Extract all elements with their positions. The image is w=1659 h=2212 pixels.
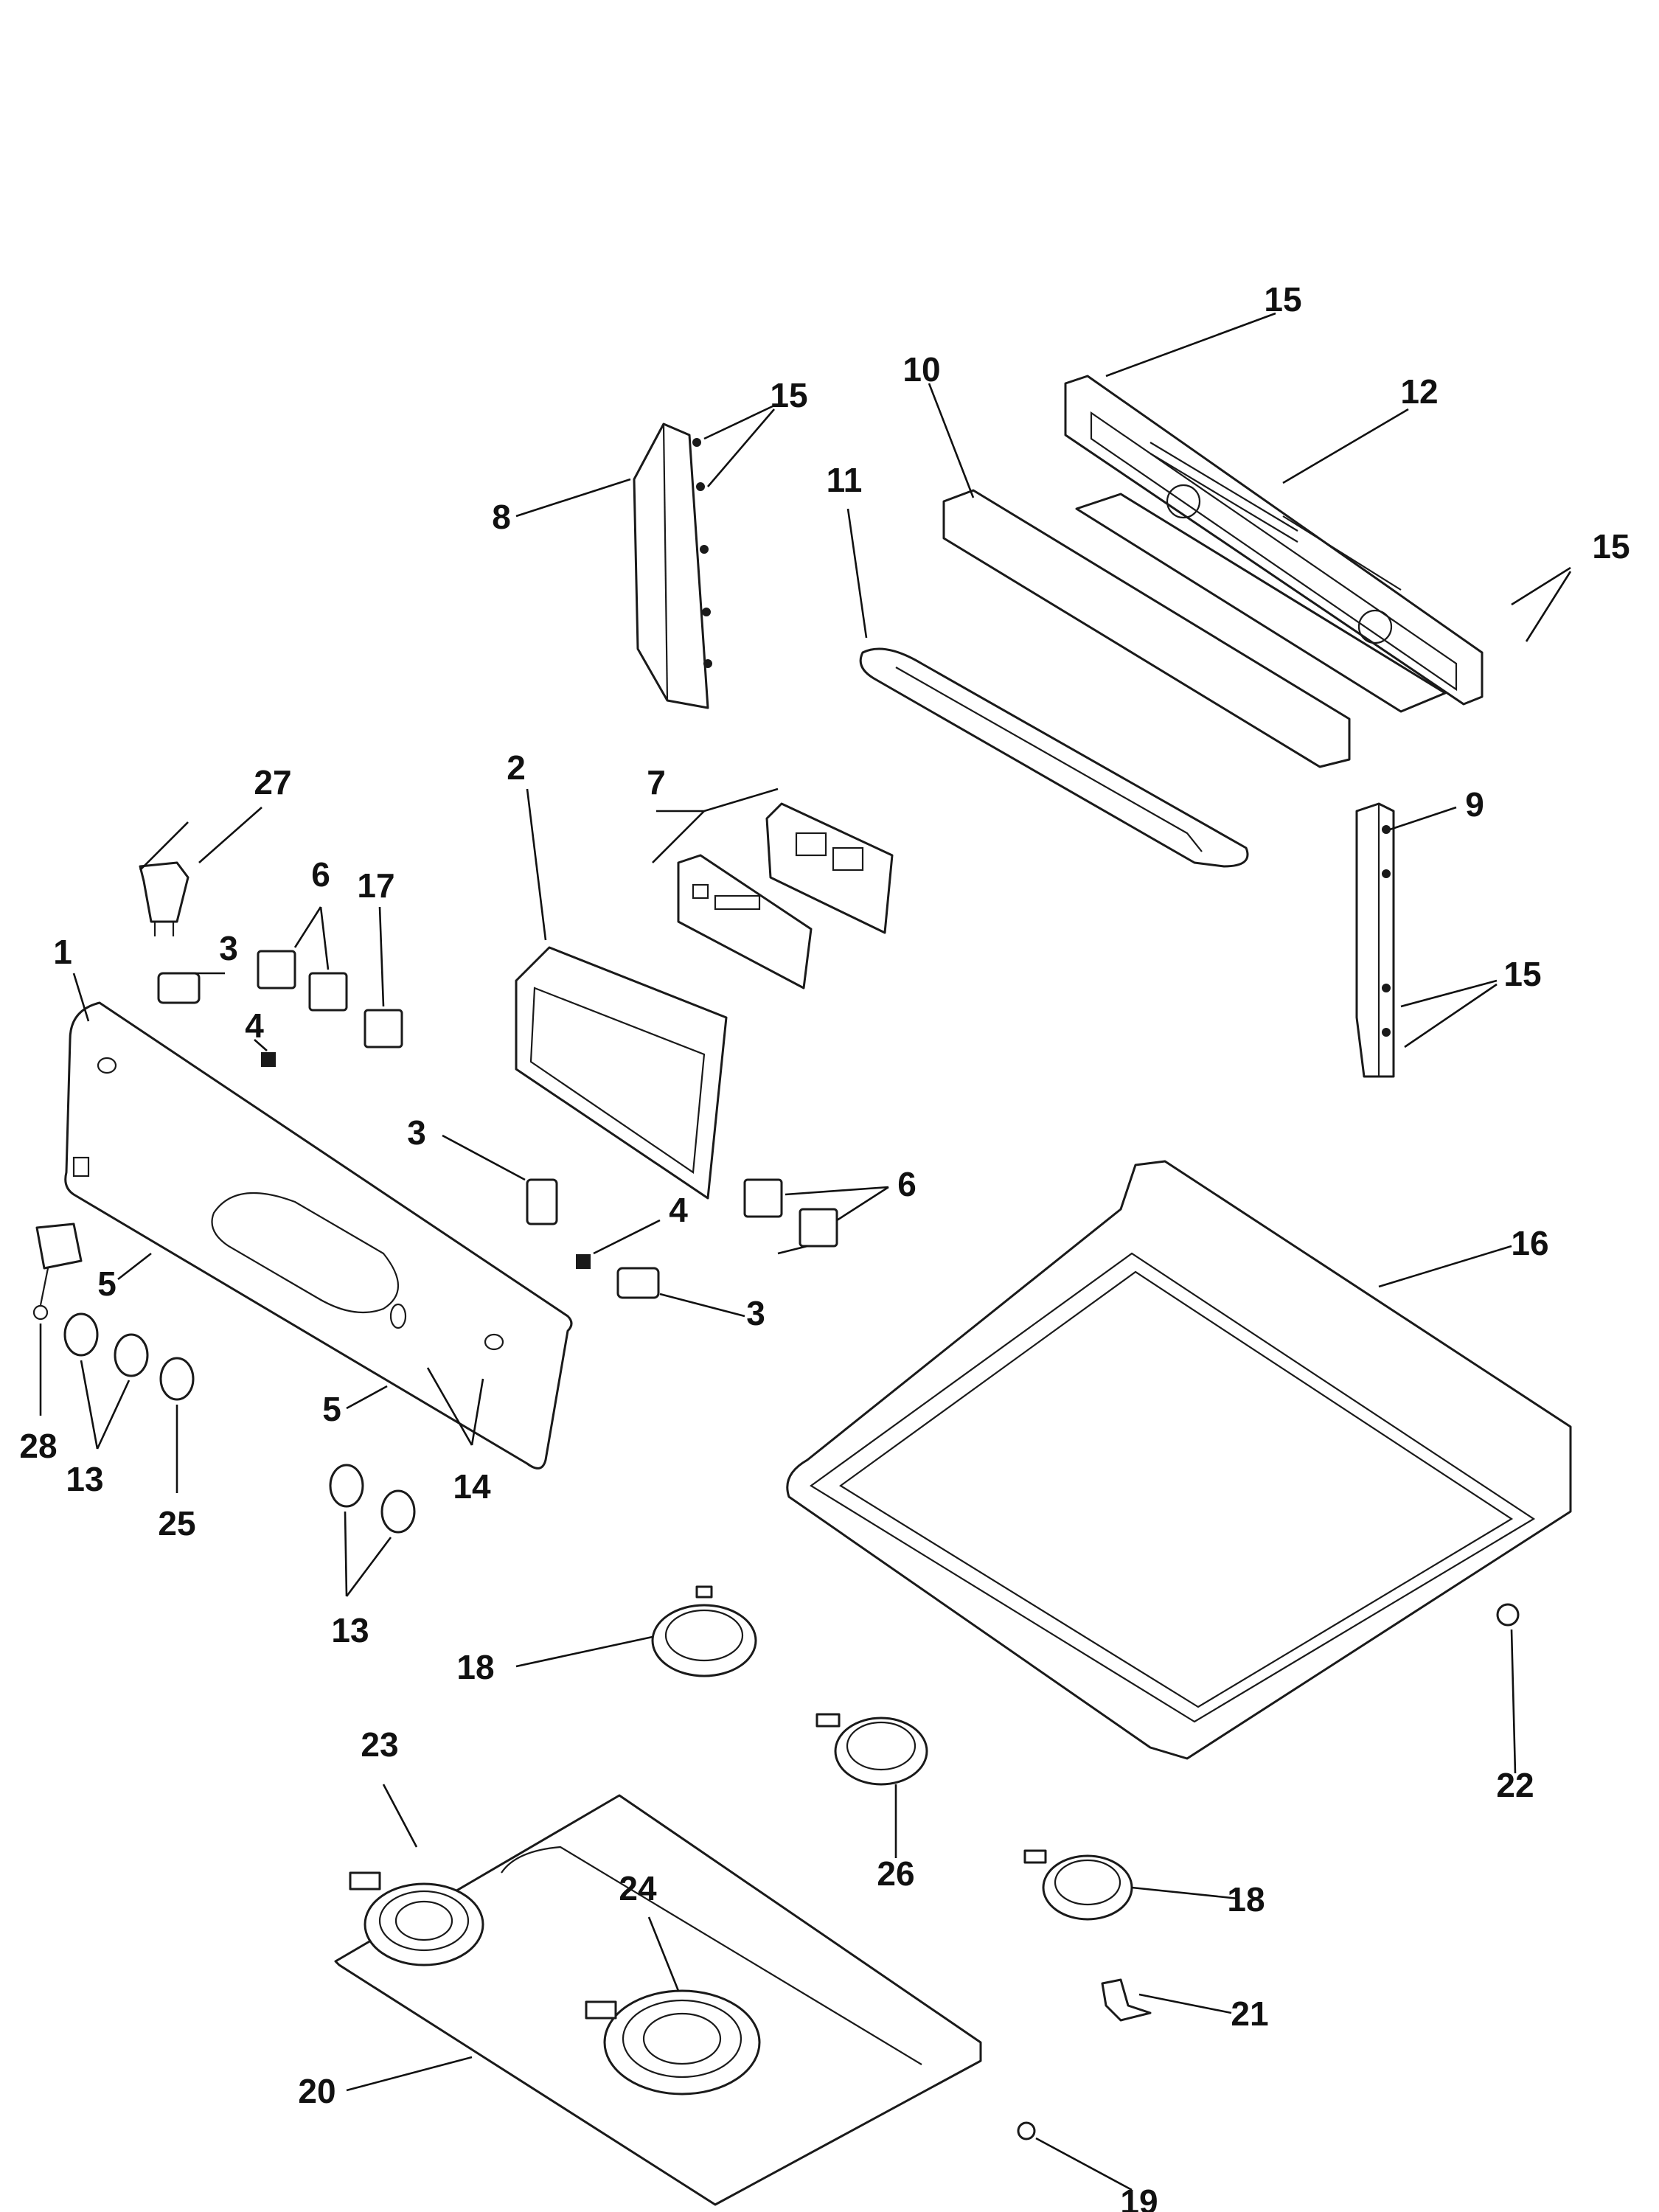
control-panel xyxy=(64,1001,573,1470)
callout-15: 15 xyxy=(1592,527,1630,566)
callout-22: 22 xyxy=(1496,1766,1534,1804)
callout-4: 4 xyxy=(245,1006,264,1045)
screw-22 xyxy=(1496,1603,1520,1627)
switch-3c xyxy=(616,1267,660,1299)
screw-19 xyxy=(1017,2121,1036,2140)
backguard-end-cap xyxy=(859,647,1249,868)
callout-7: 7 xyxy=(647,763,666,801)
callout-5: 5 xyxy=(322,1390,341,1428)
callout-18: 18 xyxy=(456,1648,494,1686)
callout-16: 16 xyxy=(1511,1224,1548,1262)
callout-9: 9 xyxy=(1465,785,1484,824)
cooktop xyxy=(786,1160,1572,1760)
switch-4b xyxy=(576,1254,591,1269)
callout-3: 3 xyxy=(746,1294,765,1332)
callout-labels: 1 2 3 3 3 4 4 5 5 6 6 7 8 9 10 11 12 13 … xyxy=(19,280,1630,2212)
switch-3b xyxy=(526,1178,558,1225)
callout-24: 24 xyxy=(619,1869,657,1907)
indicator-light xyxy=(139,861,189,936)
callout-25: 25 xyxy=(158,1504,195,1543)
callout-18: 18 xyxy=(1227,1880,1265,1919)
callout-27: 27 xyxy=(254,763,291,801)
knob-13a xyxy=(63,1312,99,1357)
callout-5: 5 xyxy=(97,1265,116,1303)
bracket-21 xyxy=(1101,1978,1152,2022)
callout-14: 14 xyxy=(453,1467,491,1506)
callout-15: 15 xyxy=(1503,955,1541,993)
electronic-control xyxy=(677,802,894,990)
callout-17: 17 xyxy=(357,866,394,905)
callout-15: 15 xyxy=(1264,280,1301,319)
callout-13: 13 xyxy=(66,1460,103,1498)
switch-4a xyxy=(261,1052,276,1067)
infinite-switch-6a xyxy=(257,950,296,990)
knob-13c xyxy=(329,1464,364,1508)
callout-20: 20 xyxy=(298,2072,335,2110)
knob-25 xyxy=(159,1357,195,1401)
callout-3: 3 xyxy=(219,929,238,967)
infinite-switch-6d xyxy=(799,1208,838,1248)
switch-3a xyxy=(157,972,201,1004)
outlet xyxy=(32,1222,83,1321)
knob-13b xyxy=(114,1333,149,1377)
knob-13d xyxy=(380,1489,416,1534)
callout-23: 23 xyxy=(361,1725,398,1764)
infinite-switch-6c xyxy=(743,1178,783,1218)
callout-2: 2 xyxy=(507,748,526,787)
callout-6: 6 xyxy=(311,855,330,894)
switch-17 xyxy=(364,1009,403,1048)
callout-10: 10 xyxy=(902,350,940,389)
callout-11: 11 xyxy=(827,461,863,499)
callout-13: 13 xyxy=(331,1611,369,1649)
radiant-element-2 xyxy=(1023,1849,1133,1921)
coil-element-large xyxy=(349,1871,484,1966)
callout-12: 12 xyxy=(1400,372,1438,411)
left-side-bracket xyxy=(633,422,712,709)
backguard-trim-strip xyxy=(942,489,1351,768)
coil-element-center xyxy=(585,1989,761,2096)
callout-26: 26 xyxy=(877,1854,914,1893)
radiant-element-26 xyxy=(815,1713,928,1786)
radiant-element-1 xyxy=(651,1585,757,1677)
backguard-rear-panel xyxy=(1064,375,1484,713)
callout-28: 28 xyxy=(19,1427,57,1465)
infinite-switch-6b xyxy=(308,972,348,1012)
callout-19: 19 xyxy=(1120,2183,1158,2212)
leader-lines xyxy=(39,312,1572,2191)
callout-3: 3 xyxy=(407,1113,426,1152)
callout-15: 15 xyxy=(770,376,807,414)
callout-21: 21 xyxy=(1231,1994,1268,2033)
right-side-bracket xyxy=(1355,802,1395,1078)
callout-1: 1 xyxy=(53,933,72,971)
callout-4: 4 xyxy=(669,1191,688,1229)
display-window xyxy=(515,946,728,1200)
callout-8: 8 xyxy=(492,498,511,536)
callout-6: 6 xyxy=(897,1165,917,1203)
